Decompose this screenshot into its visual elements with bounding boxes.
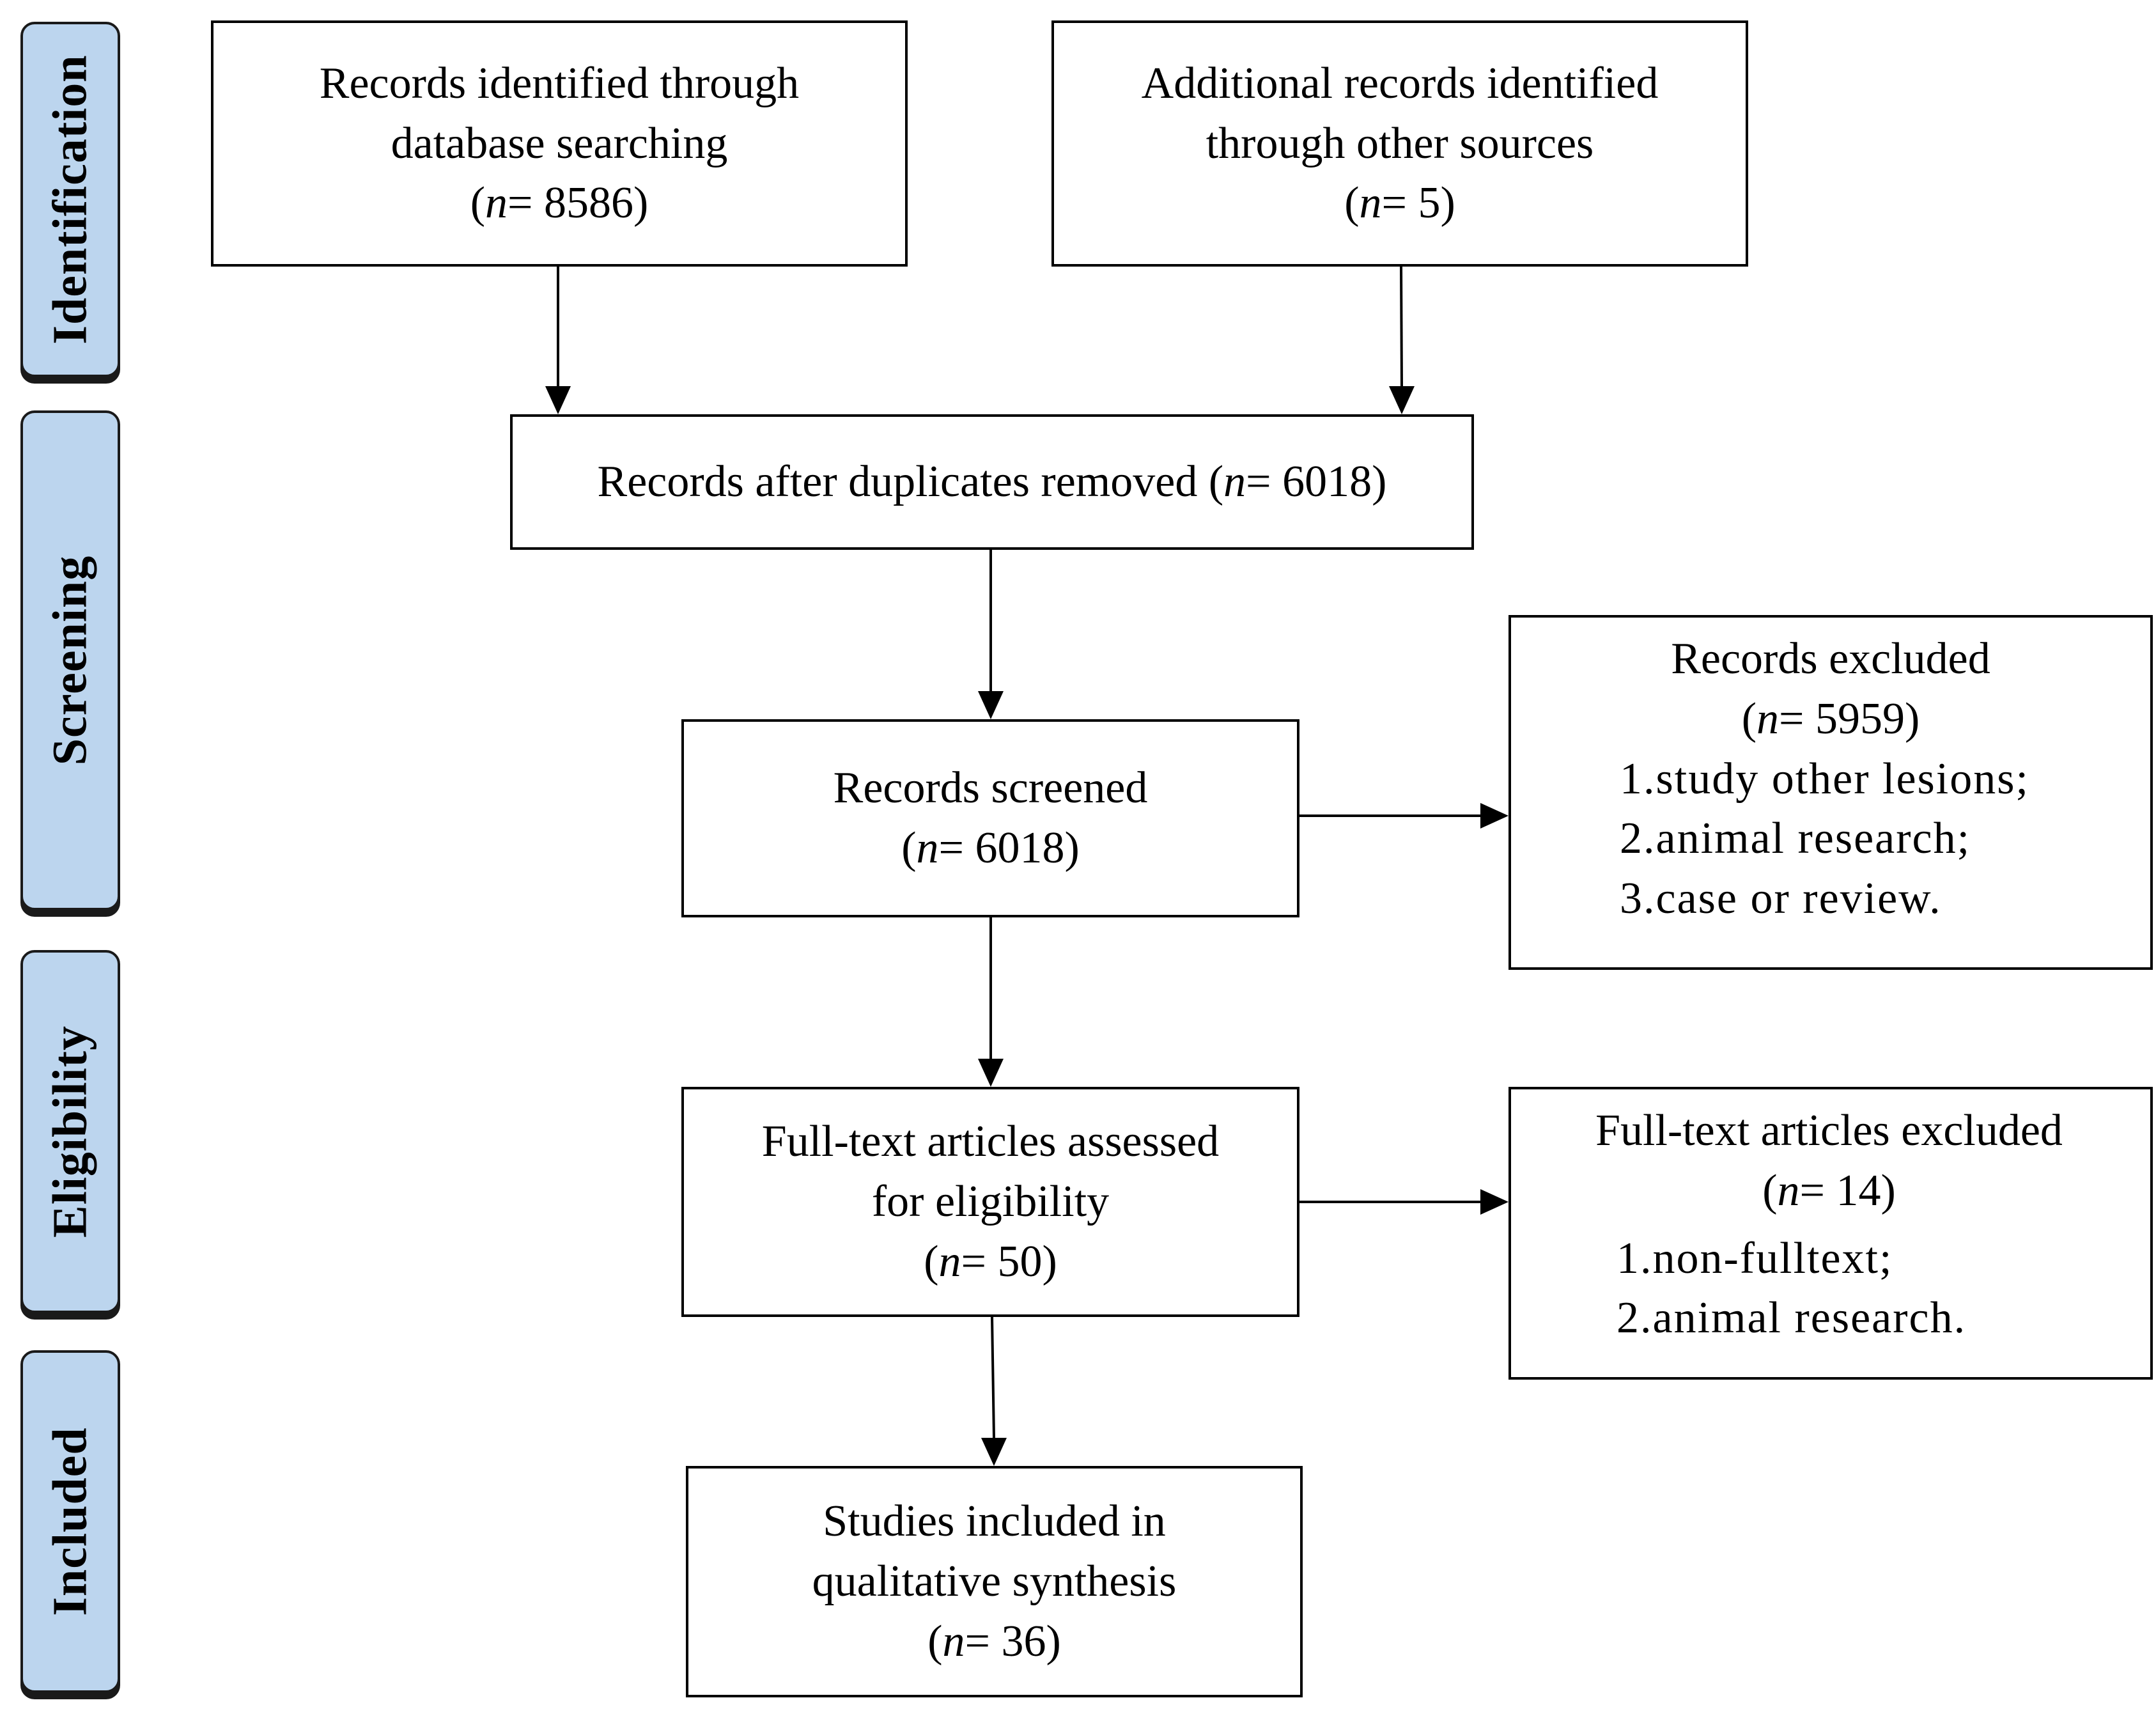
- count-line: (n= 6018): [901, 823, 1080, 873]
- exclusion-reason: 1.study other lesions;: [1620, 754, 2029, 804]
- box-title: Full-text articles excluded: [1595, 1106, 2063, 1155]
- phase-eligibility: Eligibility: [20, 950, 120, 1313]
- box-line: for eligibility: [871, 1177, 1110, 1227]
- arrowhead: [1389, 386, 1415, 414]
- count-value: 6018: [1282, 457, 1372, 507]
- count-value: 5: [1418, 178, 1441, 228]
- count-value: 5959: [1815, 694, 1905, 744]
- box-line: Full-text articles assessed: [761, 1117, 1220, 1167]
- arrowhead: [545, 386, 571, 414]
- box-title: Records excluded: [1671, 634, 1990, 683]
- box-text: Records after duplicates removed: [597, 457, 1198, 507]
- box-other-sources: Additional records identified through ot…: [1051, 20, 1748, 267]
- count-line: (n= 8586): [470, 178, 649, 228]
- exclusion-reason: 3.case or review.: [1620, 874, 1942, 924]
- phase-screening: Screening: [20, 410, 120, 910]
- box-line: through other sources: [1206, 118, 1594, 168]
- exclusion-reason: 1.non-fulltext;: [1617, 1233, 1893, 1283]
- arrowhead: [1480, 803, 1508, 829]
- box-duplicates-removed: Records after duplicates removed (n= 601…: [510, 414, 1474, 550]
- box-fulltext-excluded: Full-text articles excluded (n= 14) 1.no…: [1508, 1087, 2153, 1380]
- box-line: qualitative synthesis: [812, 1557, 1177, 1607]
- n-symbol: n: [938, 1236, 961, 1286]
- count-line: (n= 36): [927, 1616, 1061, 1666]
- arrowhead: [1480, 1189, 1508, 1215]
- arrowhead: [981, 1438, 1007, 1466]
- n-symbol: n: [485, 178, 508, 228]
- arrow-other-to-dedup: [1400, 266, 1403, 387]
- count-line: (n= 5): [1344, 178, 1455, 228]
- count-line: (n= 50): [924, 1236, 1057, 1286]
- count-line: Records after duplicates removed (n= 601…: [597, 457, 1387, 507]
- phase-identification: Identification: [20, 22, 120, 377]
- count-value: 6018: [975, 823, 1065, 873]
- n-symbol: n: [916, 823, 939, 873]
- box-fulltext-assessed: Full-text articles assessed for eligibil…: [681, 1087, 1299, 1317]
- exclusion-reason: 2.animal research.: [1617, 1293, 1967, 1343]
- count-value: 14: [1836, 1165, 1881, 1215]
- count-value: 8586: [543, 178, 633, 228]
- count-value: 36: [1001, 1616, 1046, 1666]
- n-symbol: n: [942, 1616, 965, 1666]
- arrow-fulltext-to-included: [991, 1316, 995, 1438]
- arrowhead: [978, 1059, 1004, 1087]
- box-line: Records screened: [833, 763, 1148, 813]
- n-symbol: n: [1223, 457, 1246, 507]
- box-records-excluded: Records excluded (n= 5959) 1.study other…: [1508, 615, 2153, 970]
- box-line: Additional records identified: [1141, 58, 1659, 108]
- box-line: database searching: [391, 118, 728, 168]
- count-line: (n= 5959): [1741, 694, 1920, 744]
- box-studies-included: Studies included in qualitative synthesi…: [686, 1466, 1303, 1697]
- n-symbol: n: [1757, 694, 1779, 744]
- count-value: 50: [997, 1236, 1043, 1286]
- box-line: Records identified through: [319, 58, 800, 108]
- phase-included: Included: [20, 1350, 120, 1693]
- box-database-records: Records identified through database sear…: [211, 20, 908, 267]
- arrowhead: [978, 691, 1004, 719]
- count-line: (n= 14): [1762, 1165, 1896, 1215]
- n-symbol: n: [1777, 1165, 1800, 1215]
- n-symbol: n: [1359, 178, 1382, 228]
- box-records-screened: Records screened (n= 6018): [681, 719, 1299, 917]
- exclusion-reason: 2.animal research;: [1620, 814, 1971, 864]
- box-line: Studies included in: [823, 1497, 1166, 1546]
